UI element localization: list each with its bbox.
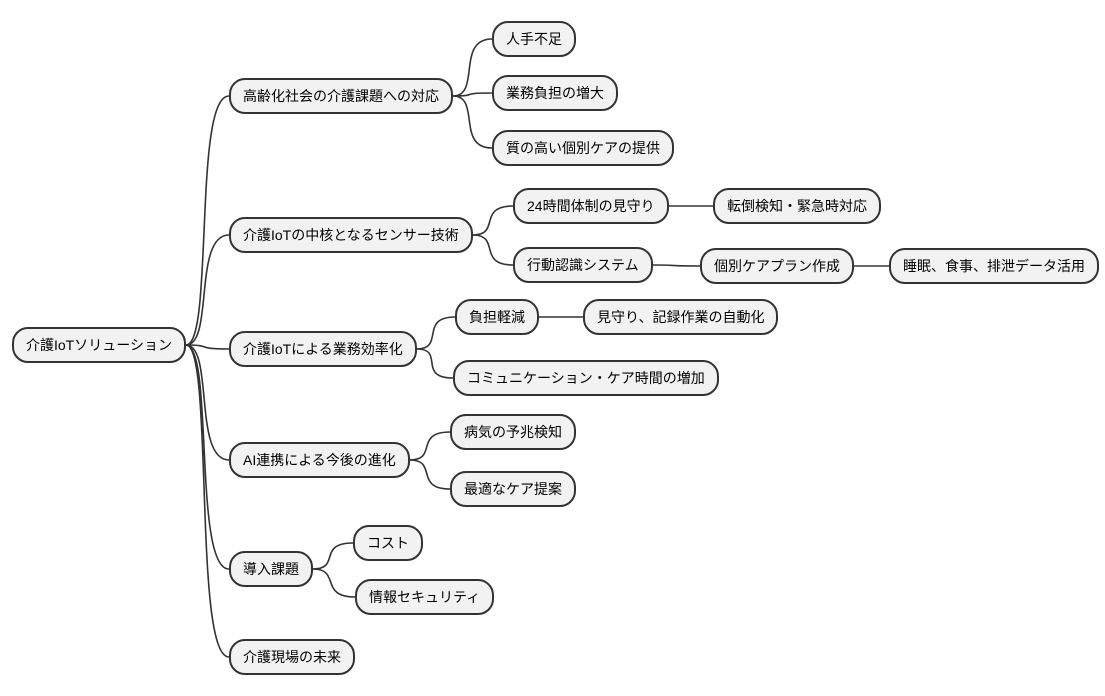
node-work-efficiency[interactable]: 介護IoTによる業務効率化	[229, 331, 417, 367]
node-optimal-care-suggestion[interactable]: 最適なケア提案	[450, 471, 576, 507]
node-labor-shortage[interactable]: 人手不足	[492, 21, 576, 57]
node-sleep-meal-excretion-data[interactable]: 睡眠、食事、排泄データ活用	[889, 248, 1099, 284]
node-activity-recognition[interactable]: 行動認識システム	[513, 247, 653, 283]
node-aging-society-care-challenges[interactable]: 高齢化社会の介護課題への対応	[229, 78, 453, 114]
node-fall-detection-emergency[interactable]: 転倒検知・緊急時対応	[713, 188, 881, 224]
node-implementation-challenges[interactable]: 導入課題	[229, 551, 313, 587]
node-ai-future-evolution[interactable]: AI連携による今後の進化	[229, 442, 410, 478]
node-burden-reduction[interactable]: 負担軽減	[455, 299, 539, 335]
node-communication-care-time[interactable]: コミュニケーション・ケア時間の増加	[453, 360, 719, 396]
node-disease-early-detection[interactable]: 病気の予兆検知	[450, 414, 576, 450]
node-information-security[interactable]: 情報セキュリティ	[355, 579, 495, 615]
node-monitoring-record-automation[interactable]: 見守り、記録作業の自動化	[583, 299, 779, 335]
node-24h-monitoring[interactable]: 24時間体制の見守り	[513, 188, 669, 224]
node-future-of-care[interactable]: 介護現場の未来	[229, 639, 355, 675]
node-increased-workload[interactable]: 業務負担の増大	[492, 75, 618, 111]
node-core-sensor-technology[interactable]: 介護IoTの中核となるセンサー技術	[229, 217, 473, 253]
node-cost[interactable]: コスト	[353, 525, 423, 561]
node-kaigo-iot-solution[interactable]: 介護IoTソリューション	[12, 327, 186, 363]
node-individual-care-plan[interactable]: 個別ケアプラン作成	[700, 248, 854, 284]
node-quality-individual-care[interactable]: 質の高い個別ケアの提供	[492, 130, 674, 166]
